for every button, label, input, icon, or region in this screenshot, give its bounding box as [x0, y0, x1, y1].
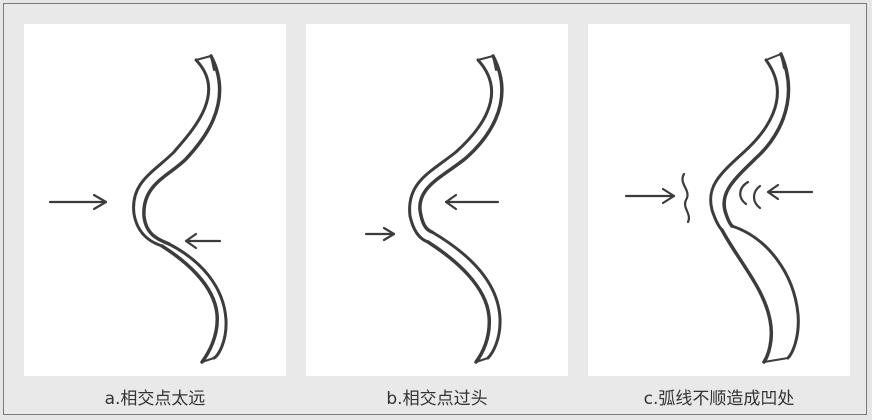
arrow-left-a [50, 195, 106, 209]
dent-mark-right-c [740, 182, 760, 208]
caption-c: c.弧线不顺造成凹处 [588, 386, 850, 412]
panel-c [588, 24, 850, 376]
panel-c-drawing [588, 24, 850, 376]
strap-curve-a [134, 56, 227, 362]
caption-a: a.相交点太远 [24, 386, 286, 412]
arrow-left-c [626, 189, 674, 203]
arrow-left-b [366, 228, 394, 240]
arrow-right-c [768, 185, 812, 199]
panel-a [24, 24, 286, 376]
panel-b [306, 24, 568, 376]
strap-curve-c [711, 54, 799, 362]
arrow-right-b [446, 195, 498, 209]
arrow-right-a [186, 234, 220, 248]
panel-a-drawing [24, 24, 286, 376]
caption-b: b.相交点过头 [306, 386, 568, 412]
panel-b-drawing [306, 24, 568, 376]
dent-mark-left-c [682, 174, 688, 222]
